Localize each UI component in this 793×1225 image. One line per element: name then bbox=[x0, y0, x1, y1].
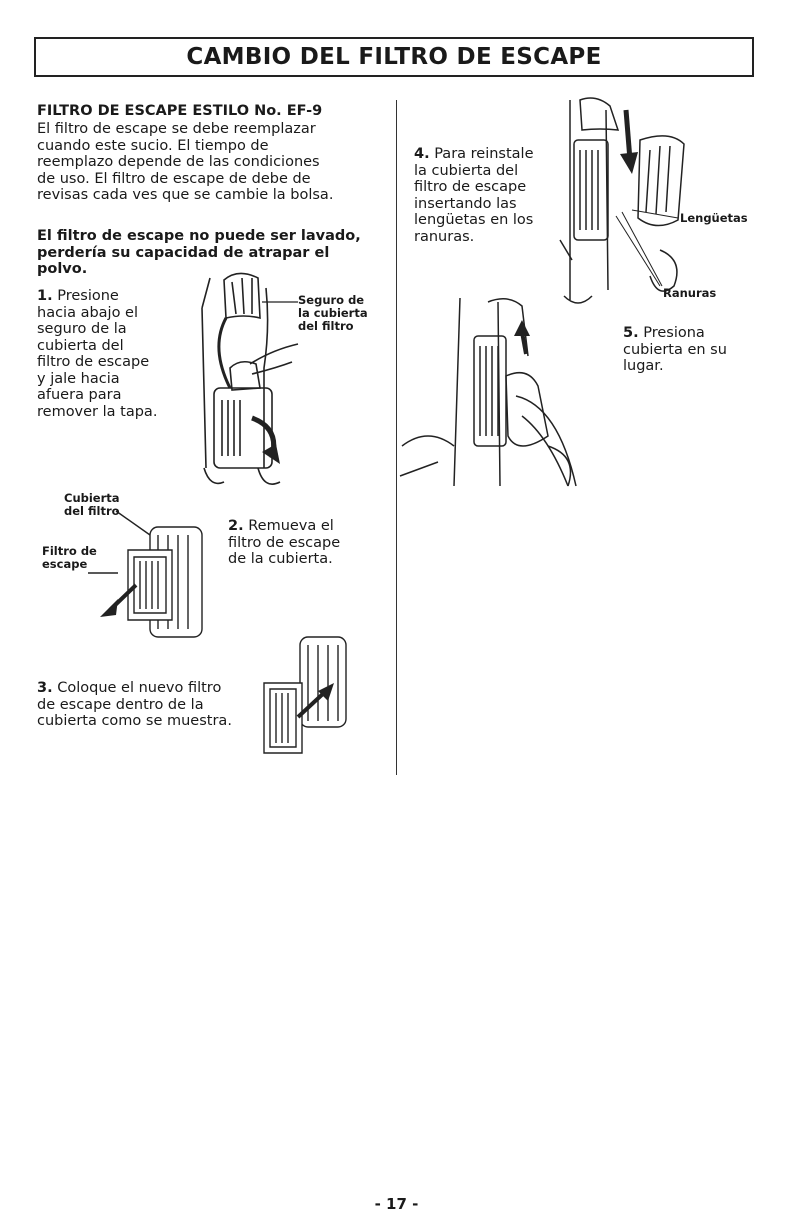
latch-leader-line bbox=[262, 301, 298, 303]
warning-line: perdería su capacidad de atrapar el bbox=[37, 244, 330, 261]
step-number: 4. bbox=[414, 146, 430, 162]
step-4-illustration bbox=[559, 97, 685, 304]
title-box: CAMBIO DEL FILTRO DE ESCAPE bbox=[34, 37, 754, 77]
step-2-illustration bbox=[88, 510, 203, 638]
step-3-illustration bbox=[263, 636, 347, 754]
column-divider bbox=[396, 100, 397, 775]
intro-line: revisas cada ves que se cambie la bolsa. bbox=[37, 187, 334, 203]
warning-line: polvo. bbox=[37, 261, 88, 277]
intro-line: de uso. El filtro de escape de debe de bbox=[37, 170, 311, 187]
intro-line: reemplazo depende de las condiciones bbox=[37, 154, 320, 170]
intro-paragraph: El filtro de escape se debe reemplazar c… bbox=[37, 121, 333, 204]
step-2-text: 2. Remueva el filtro de escape de la cub… bbox=[228, 518, 341, 567]
page-title: CAMBIO DEL FILTRO DE ESCAPE bbox=[186, 44, 602, 70]
slots-callout: Ranuras bbox=[663, 286, 717, 300]
warning-paragraph: El filtro de escape no puede ser lavado,… bbox=[37, 228, 361, 278]
step-5-illustration bbox=[399, 297, 577, 487]
step-number: 2. bbox=[228, 518, 244, 534]
tabs-callout: Lengüetas bbox=[680, 211, 748, 225]
step-1-illustration bbox=[201, 272, 299, 485]
step-number: 3. bbox=[37, 680, 53, 696]
section-heading: FILTRO DE ESCAPE ESTILO No. EF-9 bbox=[37, 103, 323, 119]
step-5-text: 5. Presiona cubierta en su lugar. bbox=[623, 325, 727, 374]
step-4-text: 4. Para reinstale la cubierta del filtro… bbox=[414, 146, 534, 245]
latch-callout: Seguro de la cubierta del filtro bbox=[298, 293, 368, 333]
filter-callout: Filtro de escape bbox=[42, 544, 97, 571]
intro-line: El filtro de escape se debe reemplazar bbox=[37, 121, 316, 137]
step-3-text: 3. Coloque el nuevo filtro de escape den… bbox=[37, 680, 232, 729]
warning-line: El filtro de escape no puede ser lavado, bbox=[37, 228, 361, 244]
page-number: - 17 - bbox=[374, 1195, 419, 1213]
step-1-text: 1. Presione hacia abajo el seguro de la … bbox=[37, 288, 158, 420]
cover-callout: Cubierta del filtro bbox=[64, 491, 120, 518]
intro-line: cuando este sucio. El tiempo de bbox=[37, 137, 269, 154]
step-number: 5. bbox=[623, 325, 639, 341]
step-number: 1. bbox=[37, 288, 53, 304]
